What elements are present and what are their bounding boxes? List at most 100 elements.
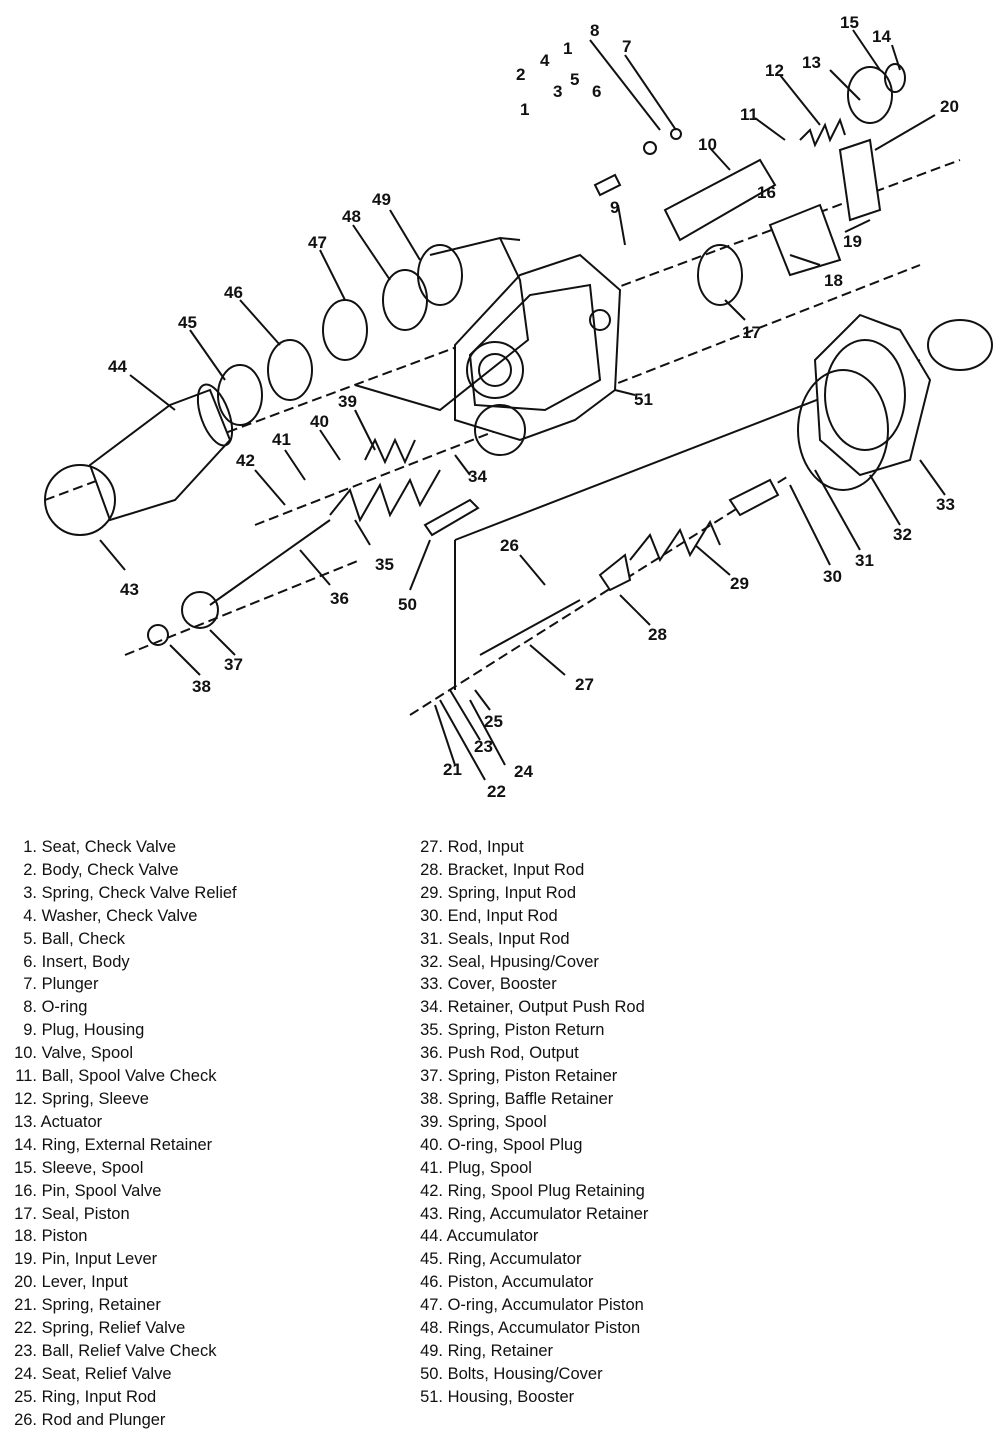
legend-item-name: Spring, Piston Return (443, 1021, 605, 1040)
callout-45: 45 (178, 313, 197, 332)
legend-item-name: Seal, Piston (37, 1204, 130, 1223)
callout-43: 43 (120, 580, 139, 599)
legend-item-name: Seat, Check Valve (37, 838, 177, 856)
legend-item-number: 28. (420, 860, 443, 879)
legend-item-name: Rings, Accumulator Piston (443, 1319, 641, 1338)
legend-item-name: Piston (37, 1227, 88, 1246)
legend-item-name: Housing, Booster (443, 1387, 575, 1406)
legend-item-number: 19. (14, 1250, 37, 1269)
legend-item: 7. Plunger (6, 973, 237, 996)
legend-item-number: 49. (420, 1341, 443, 1360)
legend-item-number: 29. (420, 883, 443, 902)
legend-item: 2. Body, Check Valve (6, 859, 237, 882)
legend-item-name: Insert, Body (37, 952, 130, 971)
callout-15: 15 (840, 13, 859, 32)
diagram-drawing (44, 29, 993, 781)
legend-item: 45. Ring, Accumulator (412, 1248, 648, 1271)
callout-51: 51 (634, 390, 653, 409)
legend-item-number: 9. (23, 1021, 37, 1040)
callout-2: 2 (516, 65, 525, 84)
legend-item: 18. Piston (6, 1225, 237, 1248)
legend-item-name: Sleeve, Spool (37, 1158, 144, 1177)
legend-item-number: 33. (420, 975, 443, 994)
legend-item-number: 35. (420, 1021, 443, 1040)
legend-item: 23. Ball, Relief Valve Check (6, 1340, 237, 1363)
legend-item-number: 16. (14, 1181, 37, 1200)
legend-item-name: Spring, Relief Valve (37, 1319, 186, 1338)
legend-item: 21. Spring, Retainer (6, 1294, 237, 1317)
legend-item: 4. Washer, Check Valve (6, 905, 237, 928)
legend-item: 43. Ring, Accumulator Retainer (412, 1203, 648, 1226)
callout-21: 21 (443, 760, 462, 779)
callout-18: 18 (824, 271, 843, 290)
callout-1: 1 (563, 39, 572, 58)
legend-item-number: 26. (14, 1410, 37, 1429)
legend-item-name: Spring, Sleeve (37, 1089, 149, 1108)
legend-item-name: Seat, Relief Valve (37, 1364, 172, 1383)
legend-item: 19. Pin, Input Lever (6, 1248, 237, 1271)
callout-30: 30 (823, 567, 842, 586)
legend-item-name: Piston, Accumulator (443, 1273, 594, 1292)
legend-item-name: Actuator (37, 1112, 103, 1131)
callout-27: 27 (575, 675, 594, 694)
legend-item-number: 45. (420, 1250, 443, 1269)
legend-item: 20. Lever, Input (6, 1271, 237, 1294)
legend-item: 13. Actuator (6, 1111, 237, 1134)
legend-item-number: 23. (14, 1341, 37, 1360)
legend-item: 49. Ring, Retainer (412, 1340, 648, 1363)
legend-item-name: Spring, Check Valve Relief (37, 883, 237, 902)
legend-item-number: 37. (420, 1067, 443, 1086)
legend-item-number: 11. (15, 1067, 37, 1086)
legend-item: 32. Seal, Hpusing/Cover (412, 951, 648, 974)
callout-22: 22 (487, 782, 506, 801)
legend-item-name: O-ring, Accumulator Piston (443, 1296, 644, 1315)
legend-item-name: Ball, Relief Valve Check (37, 1341, 217, 1360)
callout-6: 6 (592, 82, 601, 101)
callout-14: 14 (872, 27, 891, 46)
callout-13: 13 (802, 53, 821, 72)
legend-item-name: Rod, Input (443, 838, 524, 856)
callout-31: 31 (855, 551, 874, 570)
legend-item-name: Bolts, Housing/Cover (443, 1364, 603, 1383)
exploded-parts-diagram: 8 7 15 14 13 4 1 6 2 5 3 1 12 20 11 10 1… (44, 13, 993, 801)
legend-item-number: 15. (14, 1158, 37, 1177)
callout-20: 20 (940, 97, 959, 116)
legend-item: 47. O-ring, Accumulator Piston (412, 1294, 648, 1317)
legend-item-number: 43. (420, 1204, 443, 1223)
legend-item-number: 47. (420, 1296, 443, 1315)
legend-item-number: 13. (14, 1112, 37, 1131)
callout-11: 11 (740, 105, 758, 124)
legend-item-name: Rod and Plunger (37, 1410, 166, 1429)
callout-8: 8 (590, 21, 599, 40)
legend-item: 50. Bolts, Housing/Cover (412, 1363, 648, 1386)
legend-item-number: 22. (14, 1319, 37, 1338)
callout-10: 10 (698, 135, 717, 154)
legend-item: 41. Plug, Spool (412, 1157, 648, 1180)
legend-item-name: Ball, Check (37, 929, 126, 948)
legend-item-number: 5. (23, 929, 37, 948)
callout-36: 36 (330, 589, 349, 608)
legend-item-number: 48. (420, 1319, 443, 1338)
legend-item: 11. Ball, Spool Valve Check (6, 1065, 237, 1088)
callout-26: 26 (500, 536, 519, 555)
callout-33: 33 (936, 495, 955, 514)
callout-34: 34 (468, 467, 487, 486)
legend-item-name: O-ring, Spool Plug (443, 1135, 583, 1154)
legend-item-name: Plug, Spool (443, 1158, 532, 1177)
legend-item: 3. Spring, Check Valve Relief (6, 882, 237, 905)
legend-item-number: 25. (14, 1387, 37, 1406)
legend-item-name: Spring, Spool (443, 1112, 547, 1131)
legend-item: 29. Spring, Input Rod (412, 882, 648, 905)
legend-item-name: Ring, Accumulator (443, 1250, 582, 1269)
legend-item-number: 8. (23, 998, 37, 1017)
legend-item-number: 50. (420, 1364, 443, 1383)
legend-item-number: 27. (420, 838, 443, 856)
callout-37: 37 (224, 655, 243, 674)
legend-item: 26. Rod and Plunger (6, 1409, 237, 1432)
legend-item: 33. Cover, Booster (412, 973, 648, 996)
legend-item-number: 32. (420, 952, 443, 971)
legend-item: 39. Spring, Spool (412, 1111, 648, 1134)
legend-item-name: Spring, Retainer (37, 1296, 161, 1315)
legend-item-number: 12. (14, 1089, 37, 1108)
